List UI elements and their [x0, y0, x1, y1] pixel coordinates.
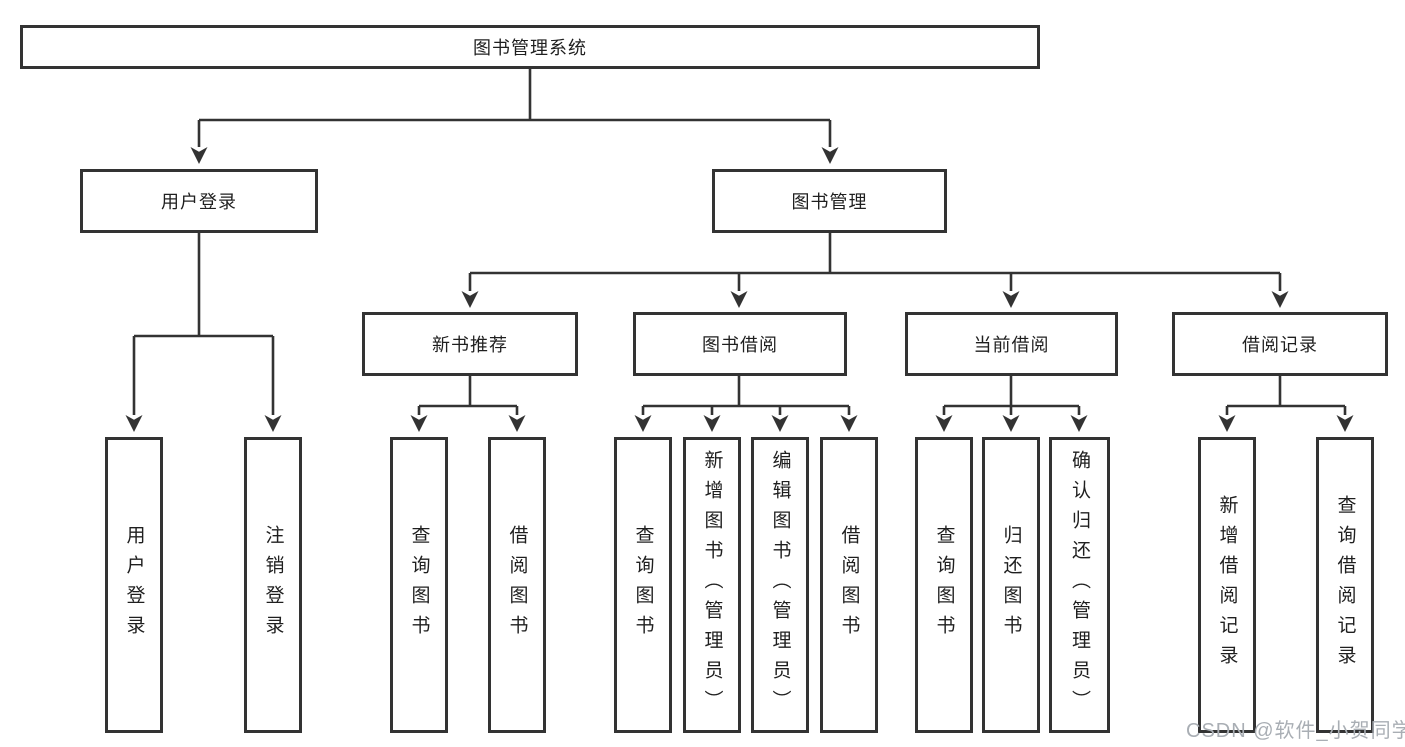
leaf-bb-borrow-books: 借阅图书 — [820, 437, 878, 733]
leaf-user-login-label: 用户登录 — [123, 525, 145, 645]
node-current-borrowing: 当前借阅 — [905, 312, 1118, 376]
leaf-br-add-record-label: 新增借阅记录 — [1216, 495, 1238, 675]
leaf-cb-return-books-label: 归还图书 — [1000, 525, 1022, 645]
leaf-user-login: 用户登录 — [105, 437, 163, 733]
node-new-book-recommend-label: 新书推荐 — [432, 335, 508, 355]
leaf-nbr-borrow-books: 借阅图书 — [488, 437, 546, 733]
node-system-root-label: 图书管理系统 — [473, 38, 587, 58]
node-system-root: 图书管理系统 — [20, 25, 1040, 69]
leaf-logout-label: 注销登录 — [262, 525, 284, 645]
leaf-cb-confirm-return-admin-label: 确认归还（管理员） — [1069, 450, 1090, 720]
node-book-management-label: 图书管理 — [791, 192, 868, 212]
node-borrow-records: 借阅记录 — [1172, 312, 1388, 376]
leaf-nbr-borrow-books-label: 借阅图书 — [506, 525, 528, 645]
node-book-management: 图书管理 — [712, 169, 947, 233]
node-user-login-label: 用户登录 — [161, 192, 237, 212]
node-user-login: 用户登录 — [80, 169, 318, 233]
node-new-book-recommend: 新书推荐 — [362, 312, 578, 376]
leaf-bb-add-books-admin: 新增图书（管理员） — [683, 437, 741, 733]
watermark-text: CSDN @软件_小贺同学 — [1186, 720, 1405, 742]
leaf-cb-query-books-label: 查询图书 — [933, 525, 955, 645]
node-book-borrowing-label: 图书借阅 — [702, 335, 778, 355]
leaf-bb-query-books: 查询图书 — [614, 437, 672, 733]
node-book-borrowing: 图书借阅 — [633, 312, 847, 376]
leaf-bb-query-books-label: 查询图书 — [632, 525, 654, 645]
leaf-logout: 注销登录 — [244, 437, 302, 733]
leaf-nbr-query-books-label: 查询图书 — [408, 525, 430, 645]
leaf-bb-borrow-books-label: 借阅图书 — [838, 525, 860, 645]
node-current-borrowing-label: 当前借阅 — [973, 335, 1050, 355]
leaf-bb-add-books-admin-label: 新增图书（管理员） — [701, 450, 723, 720]
leaf-bb-edit-books-admin-label: 编辑图书（管理员） — [769, 450, 791, 720]
leaf-bb-edit-books-admin: 编辑图书（管理员） — [751, 437, 809, 733]
leaf-cb-query-books: 查询图书 — [915, 437, 973, 733]
leaf-cb-return-books: 归还图书 — [982, 437, 1040, 733]
leaf-br-add-record: 新增借阅记录 — [1198, 437, 1256, 733]
node-borrow-records-label: 借阅记录 — [1242, 335, 1318, 355]
leaf-cb-confirm-return-admin: 确认归还（管理员） — [1049, 437, 1110, 733]
leaf-br-query-record-label: 查询借阅记录 — [1334, 495, 1356, 675]
leaf-br-query-record: 查询借阅记录 — [1316, 437, 1374, 733]
leaf-nbr-query-books: 查询图书 — [390, 437, 448, 733]
